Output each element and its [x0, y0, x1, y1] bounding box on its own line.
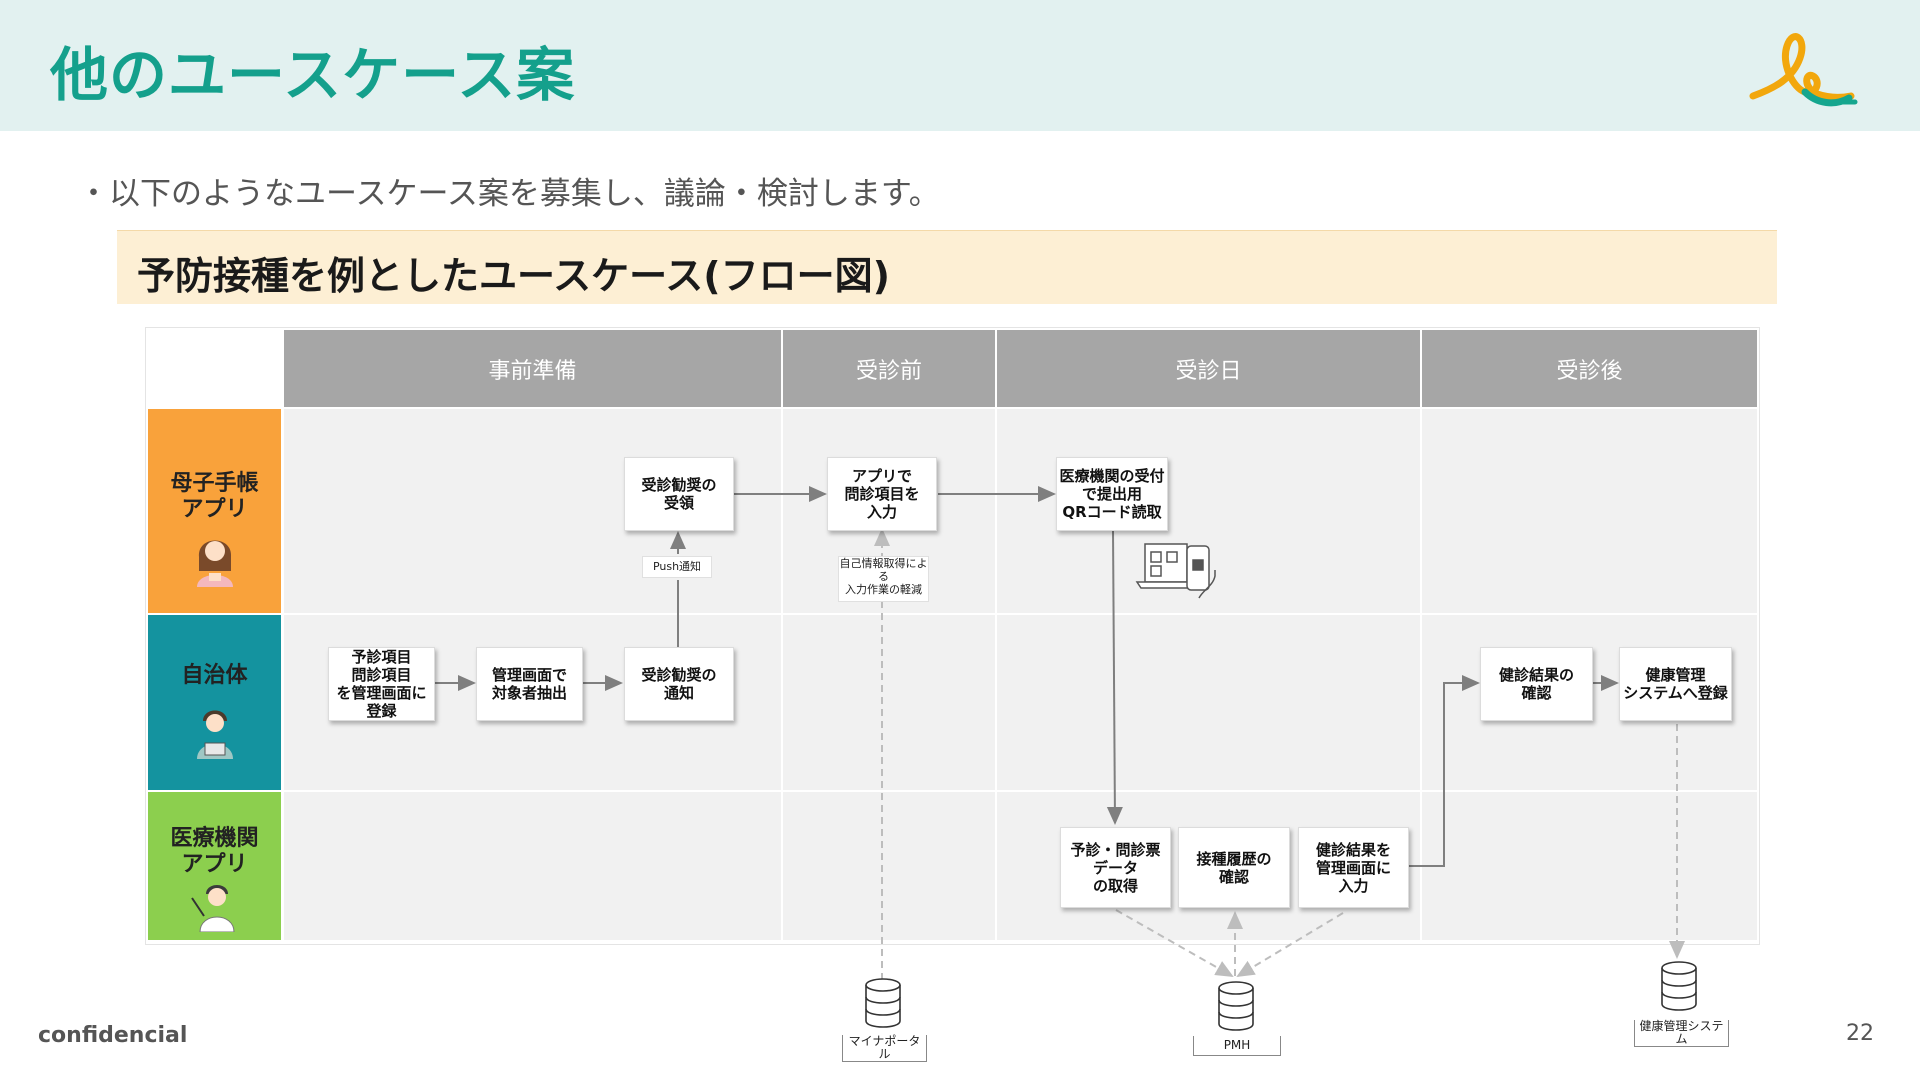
step-extract-targets: 管理画面で 対象者抽出: [476, 647, 583, 721]
step-register-health-system: 健康管理 システムへ登録: [1619, 647, 1732, 721]
lane-label-text: 母子手帳 アプリ: [170, 471, 259, 522]
database-icon: [1661, 961, 1697, 1011]
confidential-label: confidencial: [38, 1023, 188, 1048]
phase-divider: [1420, 330, 1422, 942]
phase-divider: [995, 330, 997, 942]
step-register-items: 予診項目 問診項目 を管理画面に 登録: [328, 647, 435, 721]
intro-bullet: ・以下のようなユースケース案を募集し、議論・検討します。: [78, 176, 940, 212]
auto-fill-tag: 自己情報取得によ る 入力作業の軽減: [838, 556, 929, 602]
lane-mother-app: 母子手帳 アプリ: [148, 409, 281, 613]
page-number: 22: [1846, 1021, 1874, 1046]
phase-divider: [781, 330, 783, 942]
lane-municipality: 自治体: [148, 615, 281, 790]
push-notification-tag: Push通知: [642, 556, 712, 578]
lane-label-text: 医療機関 アプリ: [170, 826, 259, 877]
step-get-questionnaire-data: 予診・問診票 データ の取得: [1060, 827, 1171, 908]
doctor-avatar-icon: [190, 885, 235, 932]
step-app-input-questionnaire: アプリで 問診項目を 入力: [827, 457, 937, 531]
database-icon: [1218, 981, 1254, 1031]
step-notify-recommendation: 受診勧奨の 通知: [624, 647, 734, 721]
qr-scan-icon: [1135, 543, 1216, 599]
lane-label-text: 自治体: [181, 663, 248, 688]
step-receive-recommendation: 受診勧奨の 受領: [624, 457, 734, 531]
step-check-results: 健診結果の 確認: [1480, 647, 1593, 721]
slide-title: 他のユースケース案: [50, 41, 576, 109]
db-label-mynaportal: マイナポータ ル: [842, 1035, 927, 1062]
phase-preparation: 事前準備: [284, 330, 781, 407]
phase-before-visit: 受診前: [783, 330, 995, 407]
step-input-results: 健診結果を 管理画面に 入力: [1298, 827, 1409, 908]
db-label-pmh: PMH: [1193, 1036, 1281, 1056]
banner-title: 予防接種を例としたユースケース(フロー図): [137, 254, 890, 298]
lane-medical-app: 医療機関 アプリ: [148, 792, 281, 940]
phase-visit-day: 受診日: [997, 330, 1420, 407]
step-check-vaccination-history: 接種履歴の 確認: [1178, 827, 1290, 908]
brand-logo-icon: [1749, 33, 1858, 107]
phase-after-visit: 受診後: [1422, 330, 1757, 407]
lane-bg-mother: [284, 409, 1757, 613]
database-icon: [865, 978, 901, 1028]
db-label-health-system: 健康管理システ ム: [1634, 1020, 1729, 1047]
officer-avatar-icon: [196, 710, 233, 759]
slide-header: [0, 0, 1920, 131]
section-banner: 予防接種を例としたユースケース(フロー図): [117, 230, 1777, 304]
step-qr-read-at-reception: 医療機関の受付 で提出用 QRコード読取: [1056, 457, 1168, 531]
mother-avatar-icon: [196, 540, 233, 587]
lane-bg-medical: [284, 792, 1757, 940]
